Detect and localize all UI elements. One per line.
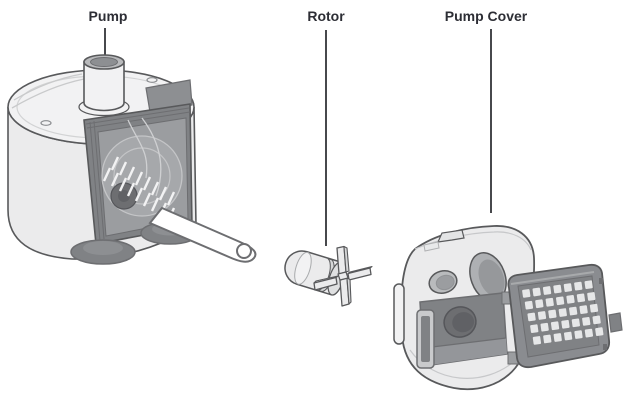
rotor-leader-line	[325, 30, 327, 246]
grille-door	[507, 263, 623, 369]
outlet-tube	[78, 54, 130, 117]
pump-cover-leader-line	[490, 29, 492, 213]
label-pump: Pump	[88, 8, 128, 24]
door-latch	[608, 312, 623, 333]
pump-cover-illustration	[393, 225, 623, 391]
pump-illustration	[7, 54, 257, 265]
screw-hole	[40, 120, 52, 126]
brush-handle	[148, 206, 257, 263]
cover-seat-notch	[145, 79, 193, 113]
pump-leader-line	[104, 28, 106, 55]
large-hole	[469, 252, 507, 302]
recessed-panel	[416, 292, 508, 369]
side-clip	[393, 283, 405, 345]
label-pump-cover: Pump Cover	[444, 8, 528, 24]
grille-slots	[522, 280, 604, 345]
screw-hole	[146, 77, 158, 83]
small-hole	[428, 270, 458, 294]
label-rotor: Rotor	[307, 8, 345, 24]
rotor-blades	[313, 245, 373, 307]
top-notch	[437, 229, 465, 243]
rotor-illustration	[284, 245, 373, 307]
